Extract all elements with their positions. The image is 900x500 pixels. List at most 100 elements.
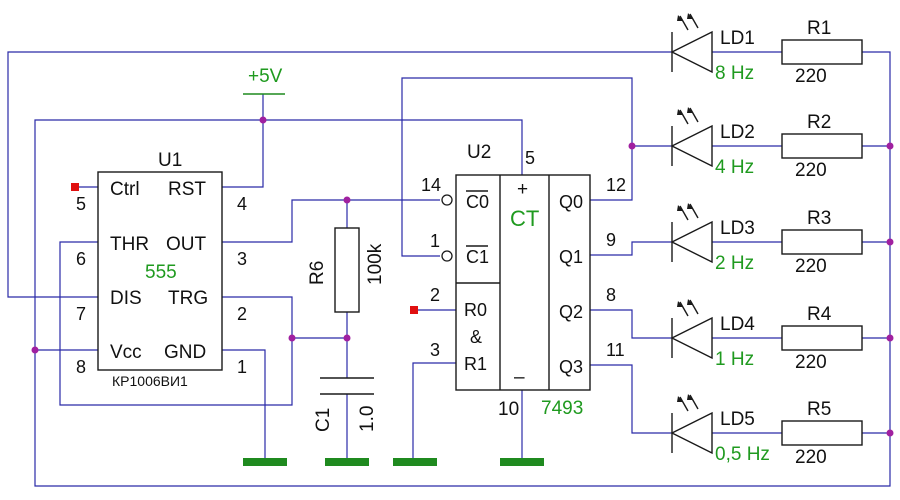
r0-pin-marker	[410, 306, 418, 314]
led-ref: LD4	[720, 314, 755, 335]
resistor-body	[781, 39, 863, 65]
light-rays-icon	[677, 107, 699, 125]
u1-type: 555	[145, 262, 177, 283]
light-rays-icon	[677, 203, 699, 221]
c1-value: 1.0	[357, 406, 378, 432]
resistor-body	[781, 229, 863, 255]
resistor-body	[781, 133, 863, 159]
led-ref: LD5	[720, 409, 755, 430]
light-rays-icon	[677, 13, 699, 31]
resistor-body	[781, 420, 863, 446]
led-ref: LD3	[720, 218, 755, 239]
u1-vcc-label: Vcc	[110, 342, 142, 363]
u1-thr-num: 6	[76, 249, 86, 269]
u2-gnd-num: 10	[498, 399, 519, 420]
u2-r0-num: 2	[430, 285, 440, 305]
resistor-ref: R4	[807, 304, 832, 325]
junction-dot	[886, 238, 894, 246]
resistor-ref: R5	[807, 399, 831, 420]
u2-plus: +	[517, 179, 528, 200]
u2-q3-label: Q3	[559, 357, 583, 377]
u1-vcc-num: 8	[76, 357, 86, 377]
resistor-ref: R3	[807, 208, 831, 229]
led-row: LD2 4 Hz R2 220	[670, 107, 863, 181]
led-freq: 4 Hz	[715, 157, 754, 178]
u2-minus: –	[514, 367, 525, 388]
u1-part: КР1006ВИ1	[112, 373, 188, 389]
ground-icon	[393, 458, 437, 466]
ground-icon	[243, 458, 287, 466]
u2-c1-label: C1	[466, 247, 489, 267]
u1-rst-label: RST	[168, 179, 206, 200]
u1-trg-label: TRG	[168, 288, 208, 309]
ground-icon	[325, 458, 369, 466]
u1-ctrl-label: Ctrl	[110, 179, 140, 200]
u2-q0-num: 12	[606, 175, 626, 195]
resistor-body	[781, 325, 863, 351]
led-icon	[670, 316, 713, 360]
led-freq: 1 Hz	[715, 349, 754, 370]
u2-q2-num: 8	[606, 285, 616, 305]
u1-gnd-label: GND	[164, 342, 206, 363]
light-rays-icon	[677, 299, 699, 317]
resistor-r6: R6 100k	[307, 227, 386, 313]
led-icon	[670, 411, 713, 455]
u1-dis-num: 7	[76, 304, 86, 324]
u2-q0-label: Q0	[559, 192, 583, 212]
u2-amp: &	[470, 327, 482, 347]
junction-dot	[259, 116, 267, 124]
supply-label: +5V	[248, 66, 283, 87]
u2-r0-label: R0	[464, 300, 487, 320]
resistor-value: 220	[795, 352, 827, 373]
light-rays-icon	[677, 394, 699, 412]
resistor-ref: R2	[807, 112, 831, 133]
u2-r1-label: R1	[464, 354, 487, 374]
led-row: LD4 1 Hz R4 220	[670, 299, 863, 373]
junction-dot	[886, 334, 894, 342]
u2-q1-num: 9	[606, 230, 616, 250]
junction-dot	[31, 346, 39, 354]
u1-body	[97, 171, 223, 371]
capacitor-c1: C1 1.0	[313, 377, 378, 432]
junction-dots	[31, 116, 894, 437]
u2-c0-num: 14	[421, 175, 441, 195]
u2-q1-label: Q1	[559, 247, 583, 267]
u1-ref: U1	[158, 150, 182, 171]
u2-r1-num: 3	[430, 340, 440, 360]
junction-dot	[343, 334, 351, 342]
r6-ref: R6	[307, 261, 328, 285]
resistor-value: 220	[795, 66, 827, 87]
supply-5v: +5V	[243, 66, 285, 95]
junction-dot	[628, 142, 636, 150]
led-ref: LD2	[720, 122, 755, 143]
junction-dot	[886, 142, 894, 150]
u2-c1-num: 1	[430, 231, 440, 251]
led-icon	[670, 124, 713, 168]
u1-dis-label: DIS	[110, 288, 142, 309]
r6-value: 100k	[365, 243, 386, 285]
u2-counter: U2 5 + CT – 10 7493 C0 C1 14 1 R0 & R1 2…	[421, 142, 626, 420]
junction-dot	[886, 429, 894, 437]
u1-rst-num: 4	[237, 194, 247, 214]
ground-icon	[500, 458, 544, 466]
led-icon	[670, 30, 713, 74]
resistor-value: 220	[795, 160, 827, 181]
ctrl-pin-marker	[71, 183, 79, 191]
led-freq: 0,5 Hz	[715, 444, 770, 465]
u2-ref: U2	[467, 142, 491, 163]
c1-ref: C1	[313, 408, 334, 432]
u2-type: 7493	[541, 398, 583, 419]
led-freq: 2 Hz	[715, 253, 754, 274]
led-freq: 8 Hz	[715, 63, 754, 84]
u2-q3-num: 11	[606, 340, 625, 360]
resistor-value: 220	[795, 256, 827, 277]
u1-thr-label: THR	[110, 234, 149, 255]
resistor-ref: R1	[807, 18, 831, 39]
u1-ctrl-num: 5	[76, 194, 86, 214]
ground-symbols	[243, 458, 544, 466]
u1-trg-num: 2	[237, 304, 247, 324]
